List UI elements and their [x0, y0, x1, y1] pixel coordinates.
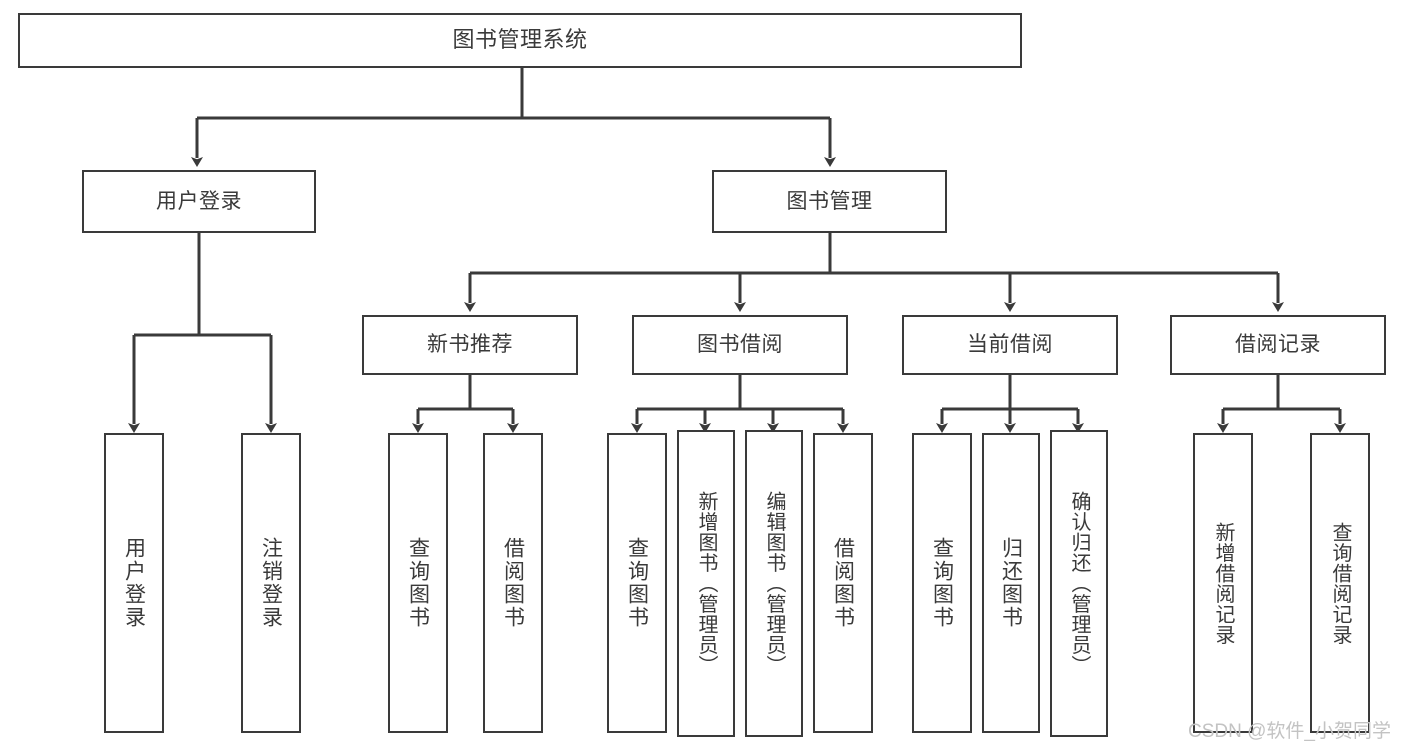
leaf-current-query[interactable]: 查询图书 — [912, 433, 972, 733]
node-borrow-record-label: 借阅记录 — [1235, 333, 1321, 357]
leaf-borrow-edit-admin[interactable]: 编辑图书（管理员） — [745, 430, 803, 737]
leaf-record-add-label: 新增借阅记录 — [1212, 521, 1234, 645]
node-borrow-record[interactable]: 借阅记录 — [1170, 315, 1386, 375]
node-new-book-recommend-label: 新书推荐 — [427, 333, 513, 357]
node-new-book-recommend[interactable]: 新书推荐 — [362, 315, 578, 375]
node-book-management[interactable]: 图书管理 — [712, 170, 947, 233]
node-root[interactable]: 图书管理系统 — [18, 13, 1022, 68]
leaf-record-add[interactable]: 新增借阅记录 — [1193, 433, 1253, 733]
node-user-login-label: 用户登录 — [156, 189, 242, 213]
leaf-borrow-query-label: 查询图书 — [625, 537, 649, 629]
leaf-user-login-signout-label: 注销登录 — [259, 537, 283, 629]
leaf-current-return[interactable]: 归还图书 — [982, 433, 1040, 733]
leaf-record-query[interactable]: 查询借阅记录 — [1310, 433, 1370, 733]
leaf-borrow-add-admin[interactable]: 新增图书（管理员） — [677, 430, 735, 737]
node-root-label: 图书管理系统 — [452, 27, 588, 53]
leaf-borrow-edit-admin-label: 编辑图书（管理员） — [763, 491, 785, 676]
node-user-login[interactable]: 用户登录 — [82, 170, 316, 233]
leaf-new-book-query-label: 查询图书 — [406, 537, 430, 629]
leaf-borrow-query[interactable]: 查询图书 — [607, 433, 667, 733]
leaf-user-login-signin[interactable]: 用户登录 — [104, 433, 164, 733]
leaf-new-book-borrow[interactable]: 借阅图书 — [483, 433, 543, 733]
node-book-management-label: 图书管理 — [786, 189, 873, 213]
leaf-borrow-borrow[interactable]: 借阅图书 — [813, 433, 873, 733]
leaf-current-return-label: 归还图书 — [999, 537, 1023, 629]
leaf-borrow-borrow-label: 借阅图书 — [831, 537, 855, 629]
leaf-current-confirm-admin-label: 确认归还（管理员） — [1068, 491, 1090, 676]
csdn-watermark: CSDN @软件_小贺同学 — [1188, 721, 1391, 742]
leaf-record-query-label: 查询借阅记录 — [1329, 521, 1351, 645]
leaf-current-confirm-admin[interactable]: 确认归还（管理员） — [1050, 430, 1108, 737]
leaf-user-login-signin-label: 用户登录 — [122, 537, 146, 629]
node-book-borrow-label: 图书借阅 — [697, 333, 783, 357]
node-book-borrow[interactable]: 图书借阅 — [632, 315, 848, 375]
leaf-user-login-signout[interactable]: 注销登录 — [241, 433, 301, 733]
leaf-borrow-add-admin-label: 新增图书（管理员） — [695, 491, 717, 676]
leaf-new-book-query[interactable]: 查询图书 — [388, 433, 448, 733]
leaf-current-query-label: 查询图书 — [930, 537, 954, 629]
node-current-borrow-label: 当前借阅 — [967, 333, 1053, 357]
node-current-borrow[interactable]: 当前借阅 — [902, 315, 1118, 375]
leaf-new-book-borrow-label: 借阅图书 — [501, 537, 525, 629]
